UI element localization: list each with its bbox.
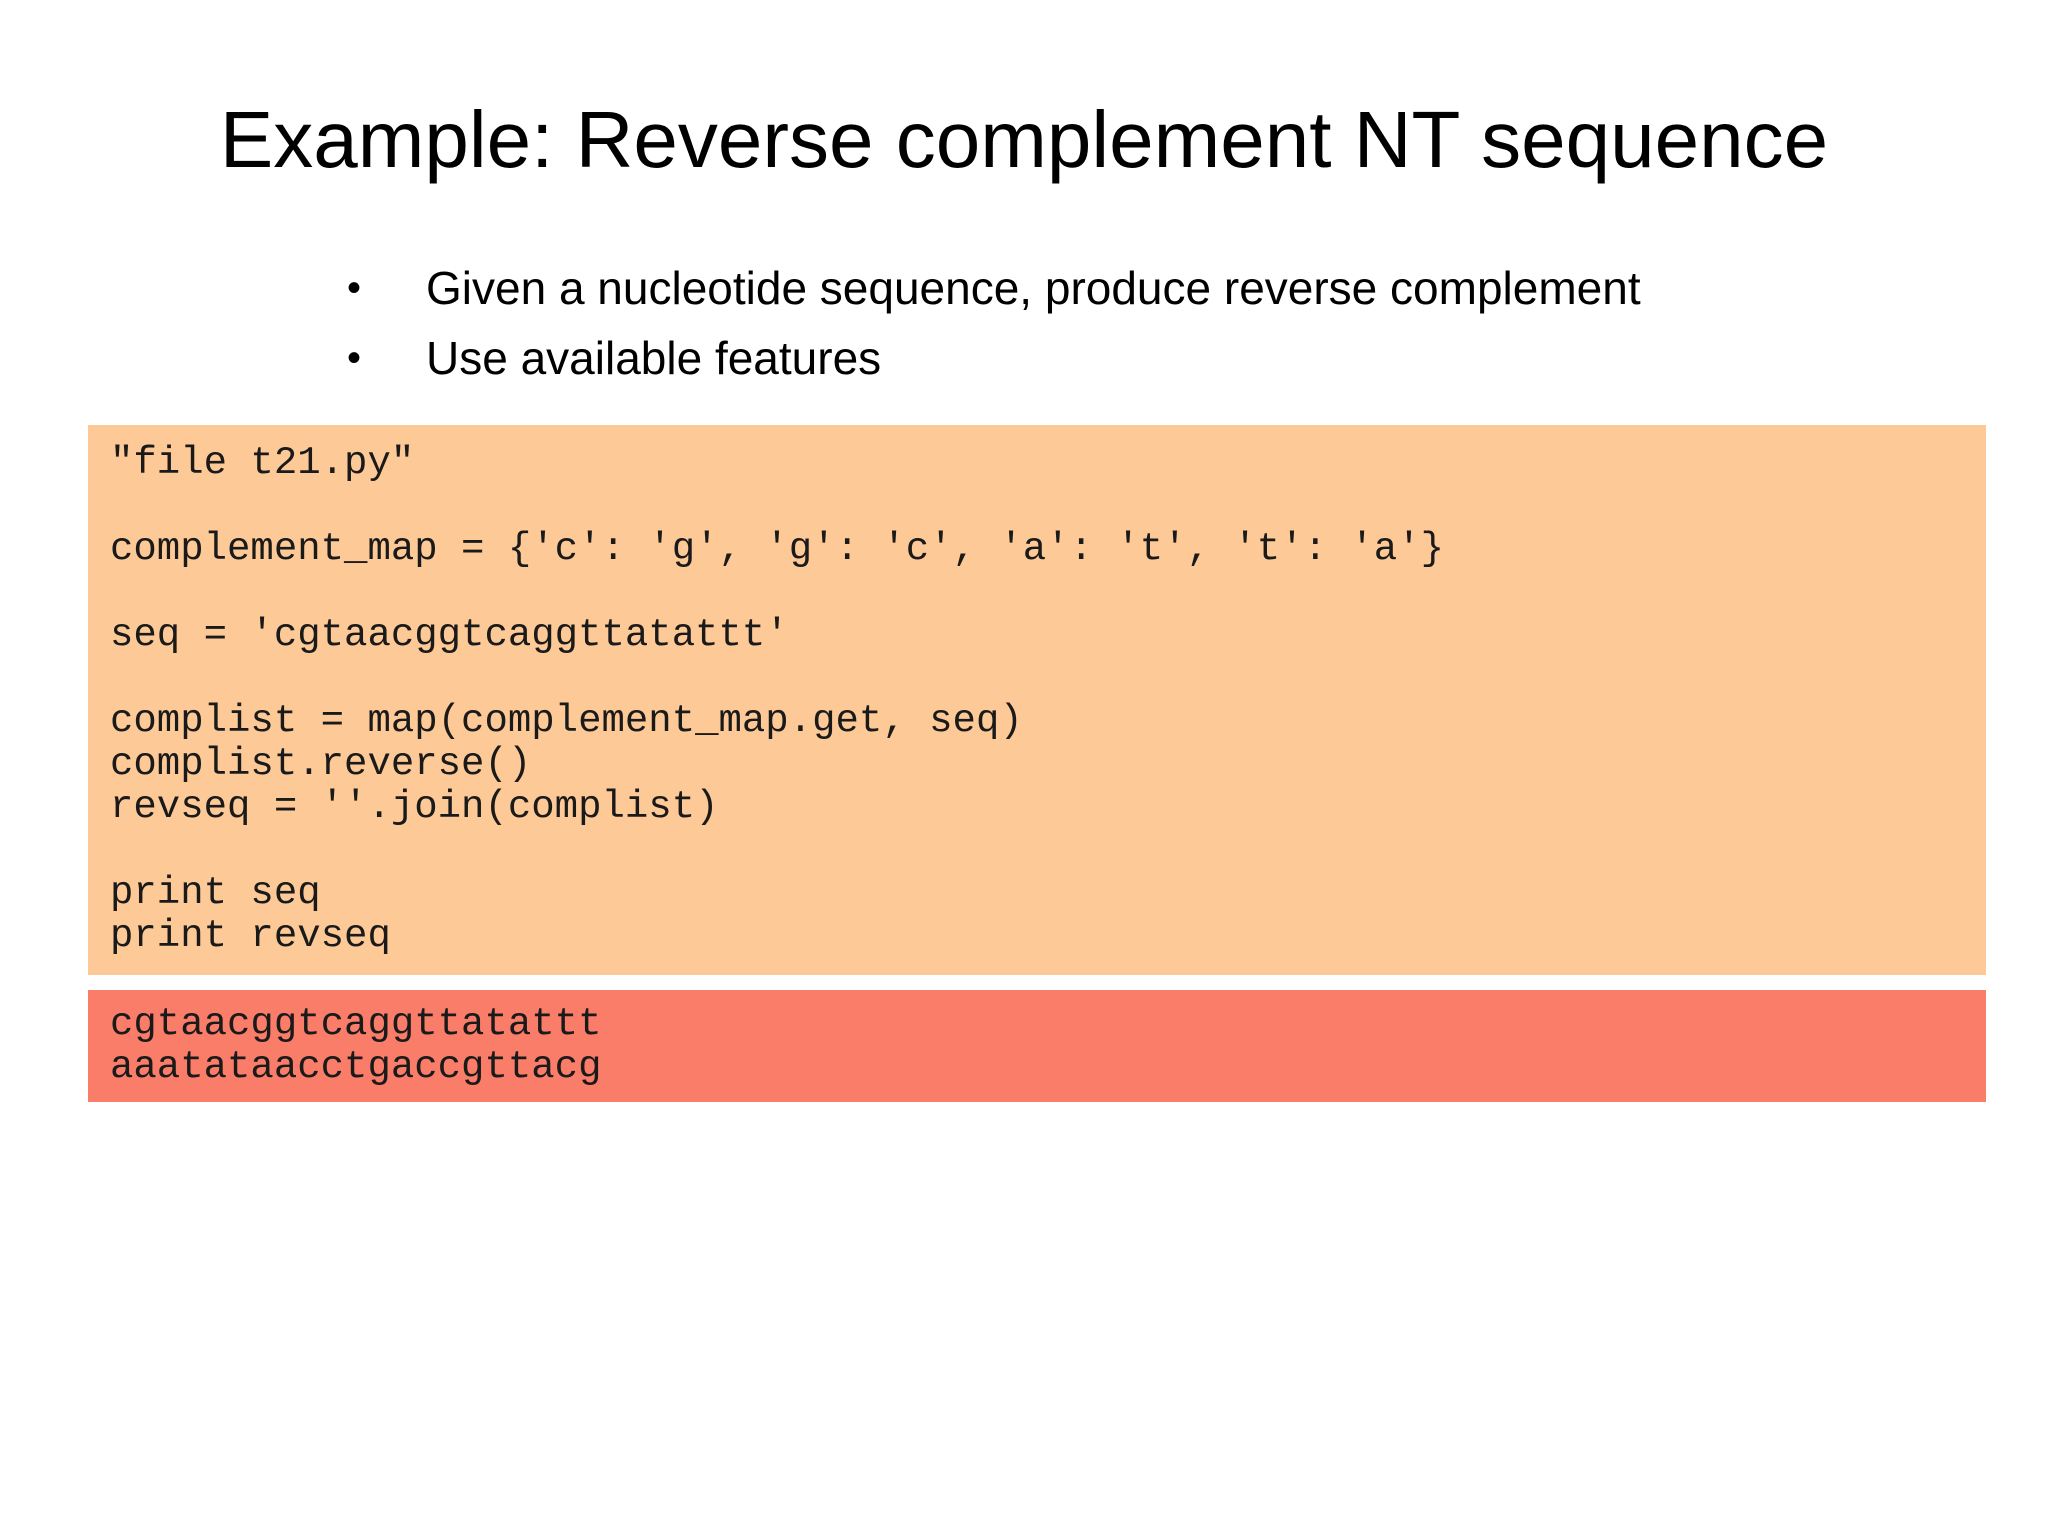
code-block: "file t21.py" complement_map = {'c': 'g'… [88, 425, 1986, 975]
bullet-item: • Use available features [347, 323, 1847, 393]
output-text: cgtaacggtcaggttatattt aaatataacctgaccgtt… [110, 1002, 602, 1089]
code-text: "file t21.py" complement_map = {'c': 'g'… [110, 441, 1445, 958]
bullet-list: • Given a nucleotide sequence, produce r… [347, 253, 1847, 393]
bullet-text: Use available features [426, 332, 882, 384]
bullet-icon: • [347, 266, 362, 310]
page-title: Example: Reverse complement NT sequence [219, 95, 1829, 184]
bullet-item: • Given a nucleotide sequence, produce r… [347, 253, 1847, 323]
output-block: cgtaacggtcaggttatattt aaatataacctgaccgtt… [88, 990, 1986, 1102]
bullet-icon: • [347, 336, 362, 380]
bullet-text: Given a nucleotide sequence, produce rev… [426, 262, 1641, 314]
